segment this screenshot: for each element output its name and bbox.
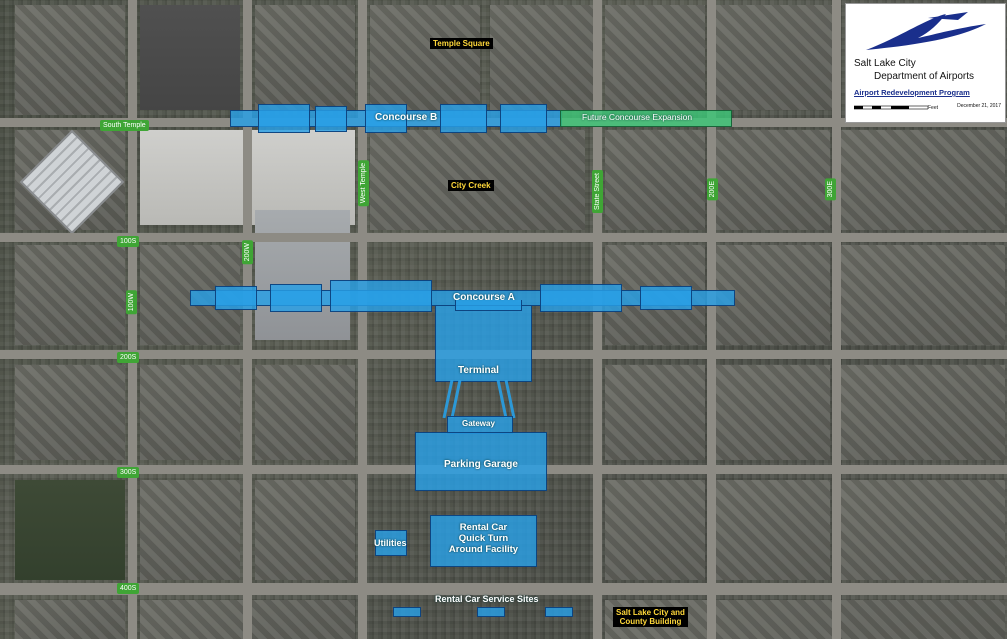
road-200w — [128, 0, 137, 639]
city-block — [605, 130, 705, 230]
rental-car-line3: Around Facility — [448, 544, 519, 555]
rental-car-line1: Rental Car — [459, 522, 508, 533]
concourse-a-label: Concourse A — [453, 292, 515, 303]
rental-car-facility-shape — [430, 515, 537, 567]
map-date: December 21, 2017 — [957, 103, 1001, 109]
city-block — [255, 480, 355, 580]
landmark-city-creek: City Creek — [448, 180, 494, 191]
city-block — [370, 5, 480, 110]
street-sign-100s: 100S — [117, 236, 140, 247]
rental-service-site-shape — [545, 607, 573, 617]
gateway-connector-lines — [442, 380, 516, 419]
airplane-wing-logo-icon — [866, 12, 986, 50]
city-block — [715, 5, 840, 110]
city-block — [140, 480, 240, 580]
street-sign-400s: 400S — [117, 583, 140, 594]
street-sign-south-temple: South Temple — [100, 120, 149, 131]
concourse-a-segment — [215, 286, 257, 310]
org-line2: Department of Airports — [874, 71, 975, 82]
city-block — [15, 5, 125, 115]
city-block — [840, 480, 1005, 580]
terminal-shape — [435, 305, 532, 382]
county-line2: County Building — [619, 617, 682, 626]
city-block — [840, 130, 1005, 230]
city-block — [490, 5, 595, 110]
parking-garage-label: Parking Garage — [444, 459, 518, 470]
city-block — [140, 5, 240, 110]
rental-car-line2: Quick Turn — [458, 533, 509, 544]
utilities-shape — [375, 530, 407, 556]
street-sign-300s: 300S — [117, 467, 140, 478]
rental-service-site-shape — [477, 607, 505, 617]
street-sign-200e: 200E — [707, 178, 718, 201]
city-block — [715, 365, 830, 460]
concourse-a-segment — [330, 280, 432, 312]
concourse-b-segment — [365, 104, 407, 133]
title-block: Salt Lake City Department of Airports Ai… — [845, 3, 1006, 123]
landmark-temple-square: Temple Square — [430, 38, 493, 49]
scale-unit: Feet — [928, 105, 939, 111]
city-block — [255, 210, 350, 340]
concourse-a-segment — [270, 284, 322, 312]
future-concourse-expansion-shape — [560, 110, 732, 127]
city-block — [605, 480, 705, 580]
concourse-b-label: Concourse B — [375, 112, 438, 123]
city-block — [605, 365, 705, 460]
rental-car-label: Rental Car Quick Turn Around Facility — [436, 522, 531, 555]
city-block — [715, 480, 830, 580]
future-expansion-label: Future Concourse Expansion — [582, 112, 693, 122]
program-title: Airport Redevelopment Program — [854, 88, 970, 97]
parking-garage-shape — [415, 432, 547, 491]
street-sign-state-street: State Street — [592, 170, 603, 213]
city-block — [15, 365, 125, 460]
concourse-a-segment — [640, 286, 692, 310]
terminal-upper-shape — [455, 300, 522, 311]
org-line1: Salt Lake City — [854, 58, 916, 69]
concourse-b-segment — [258, 104, 310, 133]
landmark-county-building: Salt Lake City and County Building — [613, 607, 688, 627]
scale-bar — [854, 105, 928, 110]
road-200e — [707, 0, 716, 639]
city-block — [15, 480, 125, 580]
city-block — [15, 600, 125, 639]
city-block — [255, 365, 355, 460]
city-block — [840, 365, 1005, 460]
road-state-street — [593, 0, 602, 639]
street-sign-100w: 100W — [126, 290, 137, 315]
street-sign-300e: 300E — [825, 178, 836, 201]
utilities-label: Utilities — [374, 538, 407, 548]
street-sign-200s: 200S — [117, 352, 140, 363]
concourse-b-segment — [440, 104, 487, 133]
concourse-b-segment — [500, 104, 547, 133]
city-block — [255, 5, 355, 110]
street-sign-west-temple: West Temple — [358, 160, 369, 207]
road-100w — [243, 0, 252, 639]
rental-service-label: Rental Car Service Sites — [435, 594, 539, 604]
concourse-b-segment — [315, 106, 347, 132]
gateway-label: Gateway — [462, 419, 495, 428]
city-block — [605, 5, 705, 110]
road-west-temple — [358, 0, 367, 639]
rental-service-site-shape — [393, 607, 421, 617]
city-block — [140, 365, 240, 460]
road-300e — [832, 0, 841, 639]
county-line1: Salt Lake City and — [616, 608, 685, 617]
city-block — [715, 130, 830, 230]
street-sign-200w: 200W — [242, 240, 253, 265]
concourse-a-segment — [540, 284, 622, 312]
city-block — [840, 245, 1005, 345]
terminal-label: Terminal — [458, 365, 499, 376]
city-block — [15, 245, 125, 345]
road-100s — [0, 233, 1007, 242]
